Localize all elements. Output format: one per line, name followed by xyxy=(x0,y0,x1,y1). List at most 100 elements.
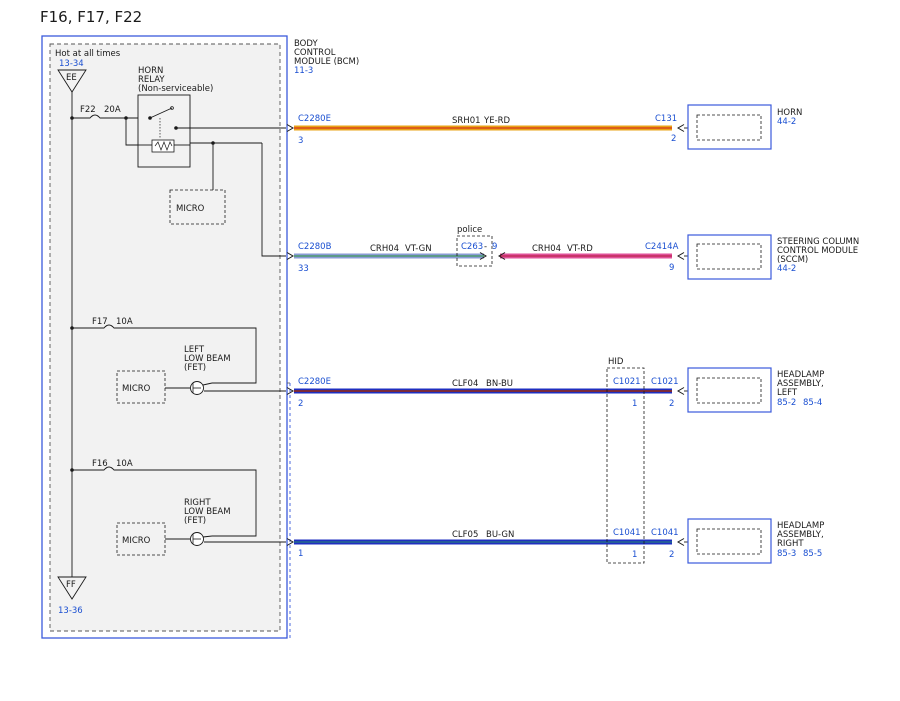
c2280b-connector: C2280B xyxy=(298,242,332,252)
bcm-title-line-2: CONTROL xyxy=(294,48,336,58)
c2280e-left-pin: 2 xyxy=(298,399,303,409)
hid-label: HID xyxy=(608,357,624,367)
page-title: F16, F17, F22 xyxy=(40,8,142,26)
horn-relay-box xyxy=(137,94,191,168)
ee-label: EE xyxy=(66,73,77,83)
right-beam-line-3: (FET) xyxy=(184,516,206,526)
clf05-circuit: CLF05 xyxy=(452,530,478,540)
c2280e-horn-pin: 3 xyxy=(298,136,303,146)
c2414a-connector: C2414A xyxy=(645,242,679,252)
bcm-module-border xyxy=(41,35,288,639)
right-fet-drain-wire xyxy=(202,535,213,538)
f17-rating: 10A xyxy=(116,317,133,327)
c263-pin: 9 xyxy=(492,242,497,252)
ee-ref: 13-34 xyxy=(59,59,84,69)
bcm-title-line-1: BODY xyxy=(294,39,318,49)
c131-arrow-icon xyxy=(677,124,685,132)
sccm-internal-box xyxy=(696,243,762,270)
left-headlamp-module-box xyxy=(687,367,772,413)
crh04-circuit-right: CRH04 xyxy=(532,244,561,254)
clf04-color: BN-BU xyxy=(486,379,513,389)
left-headlamp-internal-box xyxy=(696,377,762,404)
f17-feed-wire xyxy=(72,324,257,384)
horn-relay-line-2: RELAY xyxy=(138,75,165,85)
sccm-device-line-1: STEERING COLUMN xyxy=(777,237,859,247)
left-beam-line-1: LEFT xyxy=(184,345,205,355)
relay-switch-arm-icon xyxy=(149,107,173,119)
bcm-ref: 11-3 xyxy=(294,66,313,76)
ee-power-triangle xyxy=(57,69,87,93)
c2414a-arrow-icon xyxy=(677,252,685,260)
f17-name: F17 xyxy=(92,317,108,327)
f16-name: F16 xyxy=(92,459,108,469)
f22-fuse-symbol xyxy=(72,114,126,119)
crh04-color-left: VT-GN xyxy=(405,244,432,254)
c263-arrow-icon xyxy=(479,252,487,260)
c1021-arrow-icon xyxy=(677,387,685,395)
right-headlamp-module-box xyxy=(687,518,772,564)
clf04-circuit: CLF04 xyxy=(452,379,478,389)
c2414a-pin: 9 xyxy=(669,263,674,273)
c263-connector: C263 xyxy=(461,242,483,252)
srh01-circuit: SRH01 xyxy=(452,116,481,126)
horn-relay-line-3: (Non-serviceable) xyxy=(138,84,213,94)
right-headlamp-line-1: HEADLAMP xyxy=(777,521,824,531)
sccm-device-line-3: (SCCM) xyxy=(777,255,808,265)
right-beam-line-1: RIGHT xyxy=(184,498,211,508)
right-headlamp-internal-box xyxy=(696,528,762,555)
horn-device-name: HORN xyxy=(777,108,802,118)
c131-pin: 2 xyxy=(671,134,676,144)
left-headlamp-line-1: HEADLAMP xyxy=(777,370,824,380)
micro-box-left xyxy=(116,370,166,404)
f22-name: F22 xyxy=(80,105,96,115)
left-beam-line-3: (FET) xyxy=(184,363,206,373)
micro-label-top: MICRO xyxy=(176,204,205,214)
bcm-title-line-3: MODULE (BCM) xyxy=(294,57,359,67)
relay-contact-open xyxy=(170,106,174,110)
c2280b-pin: 33 xyxy=(298,264,309,274)
c2280b-arrow-icon xyxy=(286,252,294,260)
c263-dash: - xyxy=(484,242,487,252)
ff-ground-triangle xyxy=(57,576,87,600)
left-headlamp-line-2: ASSEMBLY, xyxy=(777,379,824,389)
micro-label-left: MICRO xyxy=(122,384,151,394)
right-headlamp-ref-2: 85-5 xyxy=(803,549,822,559)
c1041-arrow-icon xyxy=(677,538,685,546)
c2280e-horn-arrow-icon xyxy=(286,124,294,132)
left-headlamp-ref-1: 85-2 xyxy=(777,398,796,408)
left-headlamp-ref-2: 85-4 xyxy=(803,398,822,408)
c2280e-left-connector: C2280E xyxy=(298,377,331,387)
left-headlamp-line-3: LEFT xyxy=(777,388,798,398)
c1041-inline-connector: C1041 xyxy=(613,528,641,538)
f16-feed-wire xyxy=(72,466,257,537)
hot-at-all-times-label: Hot at all times xyxy=(55,49,121,59)
left-fet-drain-wire xyxy=(202,382,213,386)
f16-rating: 10A xyxy=(116,459,133,469)
micro-box-top xyxy=(169,189,226,225)
c1021-inline-connector: C1021 xyxy=(613,377,641,387)
c2280e-left-arrow-icon xyxy=(286,387,294,395)
right-bcm-pin: 1 xyxy=(298,549,303,559)
c2280e-horn-connector: C2280E xyxy=(298,114,331,124)
right-beam-line-2: LOW BEAM xyxy=(184,507,231,517)
hid-box xyxy=(606,367,645,564)
left-beam-line-2: LOW BEAM xyxy=(184,354,231,364)
c263-female-arrow-icon xyxy=(498,252,506,260)
sccm-output-wire xyxy=(261,143,286,257)
micro-box-right xyxy=(116,522,166,556)
sccm-module-box xyxy=(687,234,772,280)
police-label: police xyxy=(457,225,482,235)
horn-device-ref: 44-2 xyxy=(777,117,796,127)
ff-label: FF xyxy=(66,580,76,590)
srh01-color: YE-RD xyxy=(483,116,511,126)
c1041-inline-pin: 1 xyxy=(632,550,637,560)
crh04-circuit-left: CRH04 xyxy=(370,244,399,254)
right-headlamp-ref-1: 85-3 xyxy=(777,549,796,559)
c1021-inline-pin: 1 xyxy=(632,399,637,409)
horn-relay-line-1: HORN xyxy=(138,66,163,76)
c1041-device-connector: C1041 xyxy=(651,528,679,538)
relay-coil-zigzag xyxy=(154,141,173,151)
crh04-color-right: VT-RD xyxy=(567,244,593,254)
